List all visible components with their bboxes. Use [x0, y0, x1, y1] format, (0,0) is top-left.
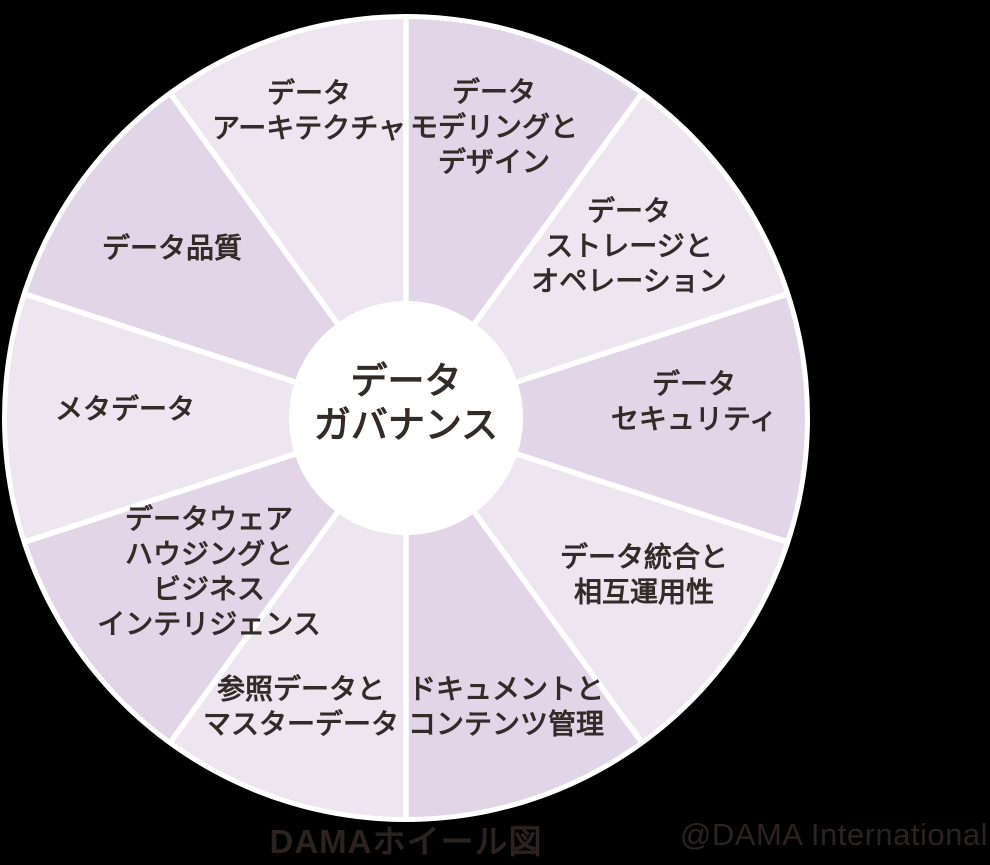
segment-label-data-integration-and-interoperability: データ統合と相互運用性 [560, 541, 728, 608]
wheel-segment-data-warehousing-and-business-intelligence [26, 418, 407, 741]
credit-text: @DAMA International [679, 817, 988, 852]
wheel-segment-data-security [406, 294, 805, 542]
segment-label-document-and-content-management: ドキュメントとコンテンツ管理 [408, 674, 604, 740]
segment-label-data-warehousing-and-business-intelligence: データウェアハウジングとビジネスインテリジェンス [97, 503, 320, 640]
diagram-title: DAMAホイール図 [269, 823, 543, 860]
wheel-segment-metadata [7, 294, 407, 542]
hub-circle [289, 301, 523, 535]
segment-label-data-quality: データ品質 [102, 232, 242, 264]
segment-label-metadata: メタデータ [55, 393, 195, 425]
wheel-segment-data-integration-and-interoperability [406, 418, 786, 741]
hub-label-data-governance: データガバナンス [314, 360, 498, 446]
wheel-segment-data-quality [26, 95, 407, 418]
segment-label-reference-and-master-data: 参照データとマスターデータ [203, 673, 399, 740]
segment-label-data-architecture: データアーキテクチャ [212, 77, 406, 144]
segment-label-data-security: データセキュリティ [611, 368, 777, 435]
wheel-segment-data-storage-and-operations [406, 95, 786, 418]
segment-label-data-modeling-and-design: データモデリングとデザイン [410, 76, 578, 178]
segment-label-data-storage-and-operations: データストレージとオペレーション [531, 195, 726, 297]
